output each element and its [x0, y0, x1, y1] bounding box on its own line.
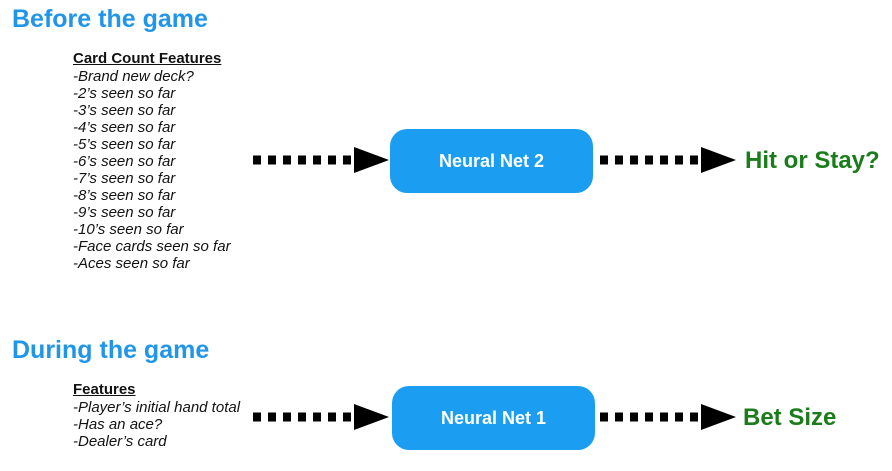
- game-features-list: Features -Player’s initial hand total-Ha…: [73, 381, 240, 450]
- feature-item: -Face cards seen so far: [73, 238, 231, 255]
- output-label-bet-size: Bet Size: [743, 404, 837, 431]
- feature-item: -Player’s initial hand total: [73, 399, 241, 416]
- feature-item: -Dealer’s card: [73, 433, 167, 450]
- neural-net-2-node: Neural Net 2: [390, 129, 593, 193]
- feature-item: -Aces seen so far: [73, 255, 190, 272]
- card-count-features-list: Card Count Features -Brand new deck?-2’s…: [73, 50, 231, 272]
- feature-item: -8’s seen so far: [73, 187, 176, 204]
- feature-item: -6’s seen so far: [73, 153, 176, 170]
- feature-item: -7’s seen so far: [73, 170, 176, 187]
- output-label-hit-or-stay: Hit or Stay?: [745, 147, 880, 174]
- dashed-arrow-icon: [600, 404, 736, 430]
- neural-net-1-label: Neural Net 1: [440, 407, 547, 428]
- feature-items: -Player’s initial hand total-Has an ace?…: [73, 399, 240, 450]
- neural-net-2-label: Neural Net 2: [438, 150, 545, 171]
- feature-list-title: Card Count Features: [73, 50, 222, 67]
- feature-item: -10’s seen so far: [73, 221, 184, 238]
- feature-item: -4’s seen so far: [73, 119, 176, 136]
- feature-list-title: Features: [73, 381, 136, 398]
- section-heading-during-game: During the game: [12, 336, 210, 364]
- feature-item: -2’s seen so far: [73, 85, 176, 102]
- section-heading-before-game: Before the game: [12, 5, 208, 33]
- feature-item: -3’s seen so far: [73, 102, 176, 119]
- dashed-arrow-icon: [600, 147, 736, 173]
- dashed-arrow-icon: [253, 147, 389, 173]
- feature-items: -Brand new deck?-2’s seen so far-3’s see…: [73, 68, 231, 272]
- feature-item: -9’s seen so far: [73, 204, 176, 221]
- feature-item: -Has an ace?: [73, 416, 163, 433]
- feature-item: -5’s seen so far: [73, 136, 176, 153]
- neural-net-1-node: Neural Net 1: [392, 386, 595, 450]
- feature-item: -Brand new deck?: [73, 68, 194, 85]
- dashed-arrow-icon: [253, 404, 389, 430]
